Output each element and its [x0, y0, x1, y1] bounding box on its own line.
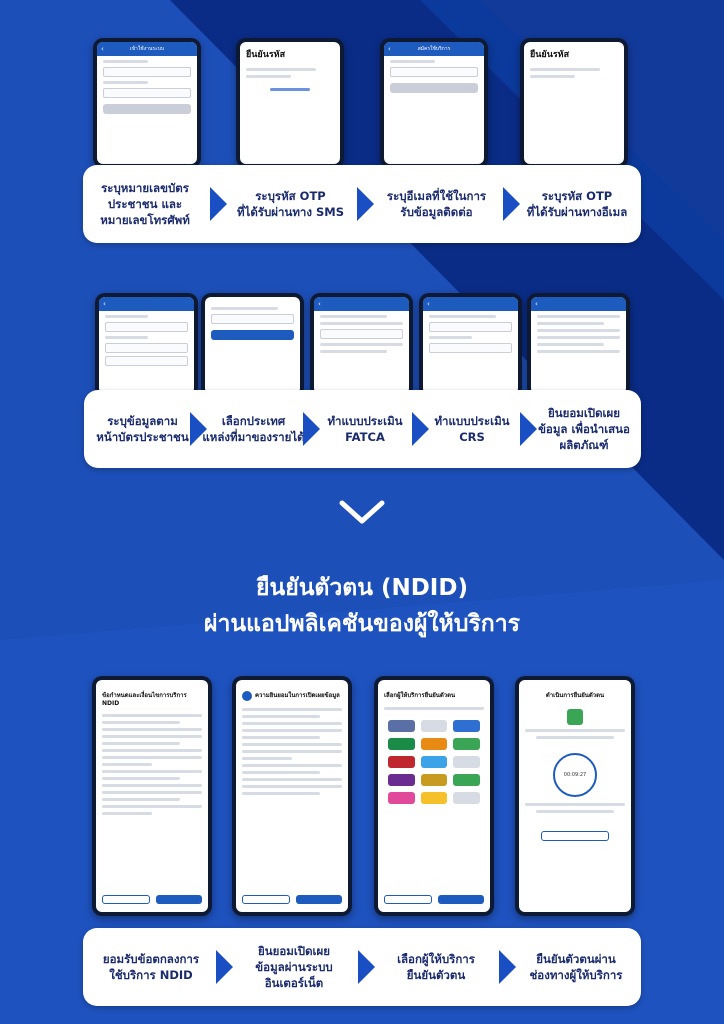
step-verify-via-idp: ยืนยันตัวตนผ่านช่องทางผู้ให้บริการ	[529, 952, 623, 982]
step-arrow	[210, 187, 227, 221]
step-accept-ndid: ยอมรับข้อตกลงการใช้บริการ NDID	[102, 952, 200, 982]
ndid-logo-icon	[567, 709, 583, 725]
step-id-phone: ระบุหมายเลขบัตรประชาชน และหมายเลขโทรศัพท…	[100, 181, 190, 227]
phone-income-country	[201, 293, 304, 398]
step-consent: ยินยอมเปิดเผยข้อมูล เพื่อนำเสนอผลิตภัณฑ์	[538, 406, 630, 452]
step-arrow	[303, 412, 320, 446]
step-arrow	[357, 187, 374, 221]
step-arrow	[190, 412, 207, 446]
phone-consent: ‹	[527, 293, 630, 398]
phone-data-consent: ความยินยอมในการเปิดเผยข้อมูล	[232, 676, 352, 916]
phone-ndid-terms: ข้อกำหนดและเงื่อนไขการบริการ NDID	[92, 676, 212, 916]
step-arrow	[412, 412, 429, 446]
phone-select-idp: เลือกผู้ให้บริการยืนยันตัวตน	[374, 676, 494, 916]
step-consent-online: ยินยอมเปิดเผยข้อมูลผ่านระบบอินเตอร์เน็ต	[255, 944, 333, 990]
bank-logo-icon	[242, 690, 252, 701]
phone-fatca: ‹	[310, 293, 413, 398]
step-select-idp: เลือกผู้ให้บริการยืนยันตัวตน	[397, 952, 475, 982]
phone-email-entry: ‹สมัครใช้บริการ	[380, 38, 488, 168]
countdown-timer: 00:09:27	[553, 753, 597, 797]
chevron-down-icon	[339, 500, 385, 524]
headline-line-1: ยืนยันตัวตน (NDID)	[256, 575, 468, 601]
phone-verify-identity: ดำเนินการยืนยันตัวตน 00:09:27	[515, 676, 635, 916]
phone-otp-sms: ยืนยันรหัส	[236, 38, 344, 168]
phone-id-phone-entry: ‹เข้าใช้งานระบบ	[93, 38, 201, 168]
step-arrow	[216, 950, 233, 984]
step-id-card-info: ระบุข้อมูลตามหน้าบัตรประชาชน	[96, 414, 189, 444]
step-arrow	[358, 950, 375, 984]
step-arrow	[499, 950, 516, 984]
step-arrow	[520, 412, 537, 446]
steps-panel-2	[84, 390, 641, 468]
phone-id-card-info: ‹	[95, 293, 198, 398]
step-income-country: เลือกประเทศแหล่งที่มาของรายได้	[202, 414, 305, 444]
step-email: ระบุอีเมลที่ใช้ในการรับข้อมูลติดต่อ	[386, 189, 487, 219]
step-arrow	[503, 187, 520, 221]
phone-otp-email: ยืนยันรหัส	[520, 38, 628, 168]
phone-crs: ‹	[419, 293, 522, 398]
headline-line-2: ผ่านแอปพลิเคชันของผู้ให้บริการ	[204, 611, 520, 637]
